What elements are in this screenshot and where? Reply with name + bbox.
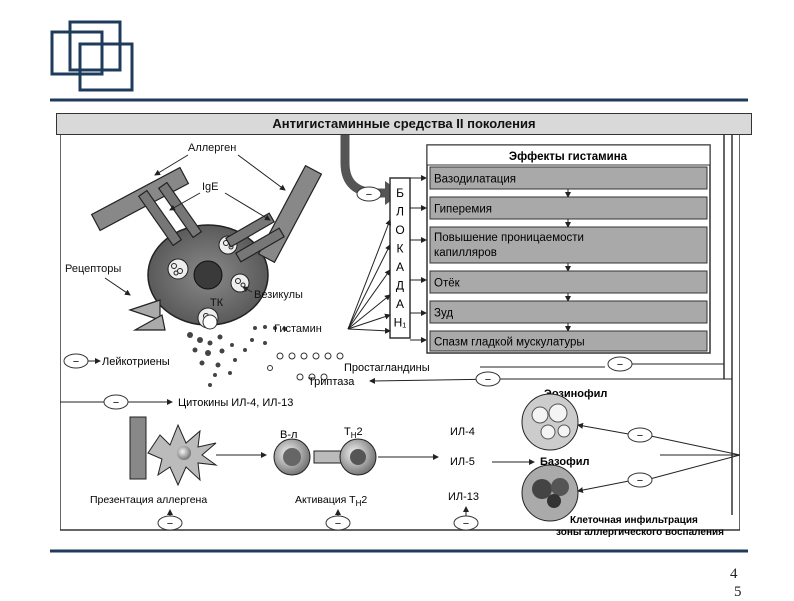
right-inhibition-lines — [577, 422, 740, 493]
minus-symbol-icon — [627, 472, 653, 488]
effect-label-4: Отёк — [434, 278, 461, 290]
effect-label-5: Зуд — [434, 308, 453, 320]
presentation-label: Презентация аллергена — [90, 494, 207, 506]
minus-symbol-icon — [627, 427, 653, 443]
right-minus-symbols: − − — [627, 427, 653, 488]
presentation-cell-icon — [129, 416, 218, 487]
diagram-title: Антигистаминные средства II поколения — [56, 113, 752, 135]
svg-text:−: − — [485, 374, 491, 386]
prostaglandins-row: Простагландины − — [344, 356, 724, 374]
blockade-minus-symbol: − — [356, 186, 382, 202]
svg-text:−: − — [73, 356, 79, 368]
blockade-letter: К — [397, 242, 404, 256]
infiltration-label-line1: Клеточная инфильтрация — [570, 514, 698, 526]
il13-label: ИЛ-13 — [448, 491, 479, 503]
effects-panel: Эффекты гистамина ВазодилатацияГиперемия… — [426, 144, 711, 354]
svg-text:−: − — [637, 430, 643, 442]
cytokines-row: − Цитокины ИЛ-4, ИЛ-13 — [60, 394, 293, 410]
effect-label-3-line2: капилляров — [434, 247, 497, 259]
blockade-letter: Д — [396, 279, 404, 293]
th2-label: ТН2 — [344, 426, 363, 440]
effect-row-5 — [429, 300, 708, 324]
effect-label-2: Гиперемия — [434, 204, 492, 216]
b-lymphocyte-icon — [273, 438, 311, 476]
effect-row-3 — [429, 226, 708, 264]
mast-cell — [147, 224, 269, 329]
effect-row-4 — [429, 270, 708, 294]
svg-text:−: − — [167, 518, 173, 530]
leukotrienes-row: − Лейкотриены — [63, 353, 170, 369]
receptors-label: Рецепторы — [65, 263, 121, 275]
bottom-minus-symbols: − − − — [157, 506, 479, 531]
allergen-label: Аллерген — [188, 142, 236, 154]
svg-text:−: − — [463, 518, 469, 530]
activation-label: Активация ТН2 — [295, 494, 367, 508]
histamine-granules — [187, 325, 287, 387]
effect-label-3: Повышение проницаемости — [434, 232, 584, 244]
b-lymphocyte-label: В-л — [280, 429, 297, 441]
ige-label: IgE — [202, 181, 219, 193]
basophil-icon — [521, 464, 579, 522]
receptor-ige-icon — [90, 164, 323, 331]
th2-cell-icon — [313, 438, 377, 476]
cell-labels: Аллерген IgE Рецепторы Везикулы ТК Гиста… — [65, 142, 322, 335]
effect-row-6 — [429, 330, 708, 352]
blockade-letter: Н₁ — [394, 316, 407, 330]
svg-text:−: − — [366, 189, 372, 201]
eosinophil-icon — [521, 393, 579, 451]
svg-text:−: − — [335, 518, 341, 530]
cytokines-label: Цитокины ИЛ-4, ИЛ-13 — [178, 397, 293, 409]
granule-circles — [202, 314, 344, 381]
page-number-second-line: 5 — [734, 584, 742, 600]
blockade-letter: Б — [396, 186, 404, 200]
page-number: 4 — [730, 566, 738, 582]
svg-text:−: − — [113, 397, 119, 409]
blockade-to-effects-arrows — [410, 175, 427, 343]
svg-text:−: − — [637, 475, 643, 487]
effects-header: Эффекты гистамина — [509, 151, 628, 163]
il4-label: ИЛ-4 — [450, 426, 475, 438]
il5-label: ИЛ-5 — [450, 456, 475, 468]
blockade-letter: А — [396, 260, 404, 274]
tk-label: ТК — [210, 297, 224, 309]
histamine-to-blockade-arrows — [347, 219, 392, 334]
histamine-label: Гистамин — [274, 323, 322, 335]
infiltration-label-line2: зоны аллергического воспаления — [556, 527, 724, 538]
vesicles-label: Везикулы — [254, 289, 303, 301]
effect-label-1: Вазодилатация — [434, 174, 516, 186]
cell-label-arrows — [104, 154, 286, 296]
logo-icon — [50, 20, 134, 92]
svg-text:−: − — [617, 359, 623, 371]
effect-label-6: Спазм гладкой мускулатуры — [434, 337, 585, 349]
tryptase-label: Триптаза — [308, 376, 355, 388]
blockade-letter: Л — [396, 205, 404, 219]
blockade-letter: А — [396, 297, 404, 311]
blockade-inflow-arrow — [340, 135, 390, 198]
blockade-letter: О — [395, 223, 404, 237]
prostaglandins-label: Простагландины — [344, 362, 430, 374]
leukotrienes-label: Лейкотриены — [102, 356, 170, 368]
tryptase-row: Триптаза − — [308, 371, 732, 388]
